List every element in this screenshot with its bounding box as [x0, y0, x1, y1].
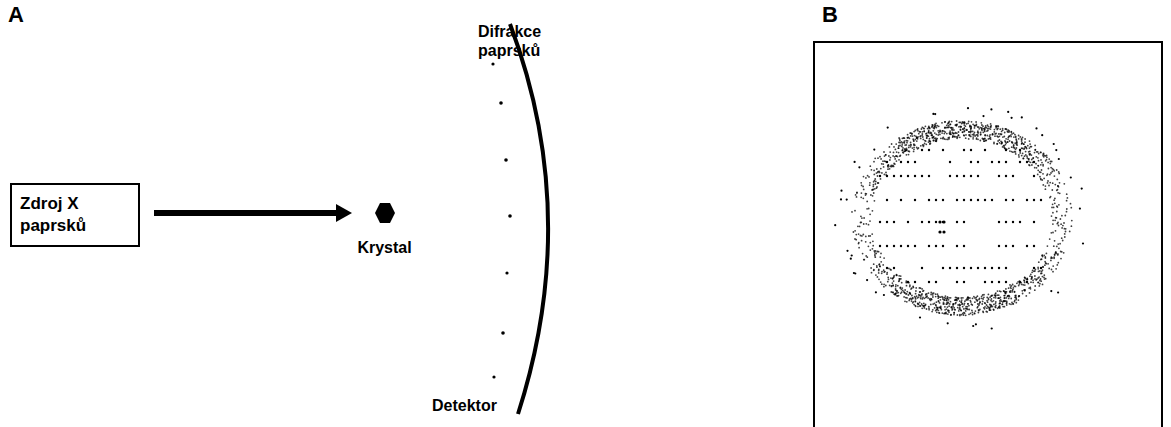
detector-arc: [510, 24, 548, 414]
source-box: Zdroj X paprsků: [10, 183, 140, 247]
part-label: Krystal: [357, 238, 411, 257]
diffraction-pattern: [834, 107, 1084, 330]
part-label: Detektor: [432, 396, 497, 415]
crystal-node: Krystal: [352, 202, 417, 257]
detector-frame: [814, 42, 1162, 427]
panel-letter: B: [822, 2, 838, 28]
panel-letter: A: [8, 2, 24, 28]
crystal-hexagon: [374, 202, 396, 224]
beam-arrow: [154, 204, 352, 222]
part-label: Difrakce paprsků: [478, 22, 570, 60]
box-label: Zdroj X paprsků: [20, 193, 130, 237]
diffraction-spots: [491, 62, 511, 378]
